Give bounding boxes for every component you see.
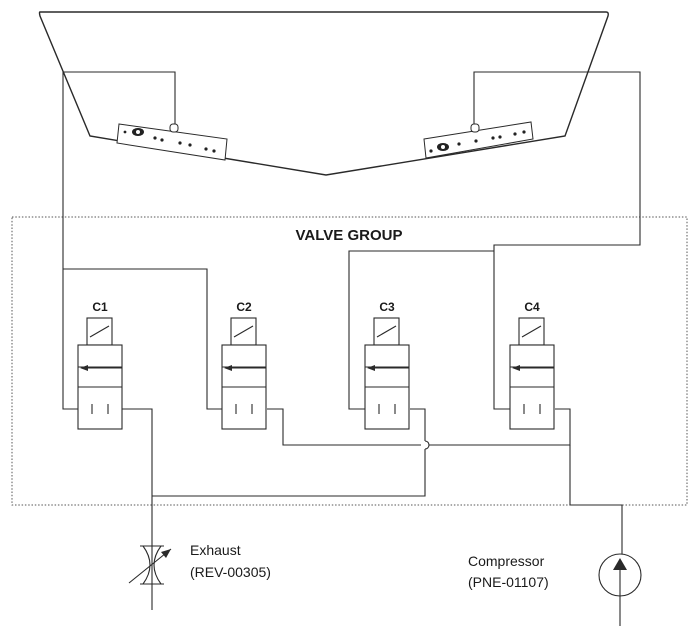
valve-label: C1: [92, 300, 108, 314]
right-actuator-bar: [423, 121, 534, 159]
hull-outline: [38, 11, 609, 176]
actuator-lines: [62, 71, 641, 410]
valve-group-title: VALVE GROUP: [296, 227, 403, 244]
valve-label: C2: [236, 300, 252, 314]
valve-label: C4: [524, 300, 540, 314]
exhaust-part-number: (REV-00305): [190, 564, 271, 580]
exhaust-label: Exhaust: [190, 542, 241, 558]
valve-c1: C1: [77, 300, 123, 430]
valve-group-boundary: [11, 216, 688, 506]
manifold-lines: [122, 408, 623, 610]
exhaust-symbol: [128, 545, 172, 585]
compressor-part-number: (PNE-01107): [468, 574, 549, 590]
valve-c3: C3: [364, 300, 410, 430]
compressor-symbol: [598, 553, 642, 626]
left-actuator-bar: [116, 123, 228, 161]
valve-label: C3: [379, 300, 395, 314]
valve-c2: C2: [221, 300, 267, 430]
valve-c4: C4: [509, 300, 555, 430]
valves: C1 C2 C3 C4: [77, 300, 555, 430]
compressor-label: Compressor: [468, 553, 545, 569]
